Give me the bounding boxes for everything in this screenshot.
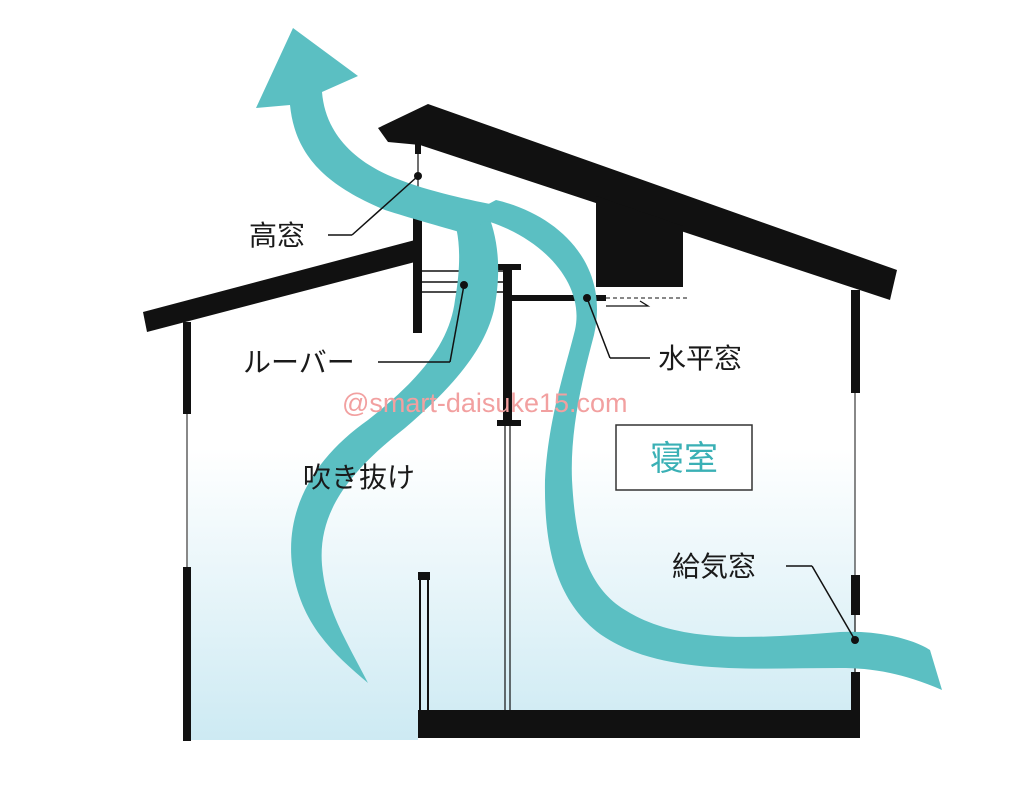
high-wall-top	[415, 140, 421, 154]
label-atrium: 吹き抜け	[303, 461, 415, 494]
label-supply-window: 給気窓	[672, 550, 756, 583]
high-wall-lower	[413, 218, 422, 333]
right-wall-mid	[851, 575, 860, 615]
horizontal-window-arrow	[606, 300, 651, 307]
watermark: @smart-daisuke15.com	[342, 388, 628, 418]
left-wall-lower	[183, 567, 191, 741]
bedroom-label-box	[615, 424, 753, 491]
bedroom-floor	[418, 710, 860, 738]
railing-post-cap	[418, 572, 430, 580]
label-louver: ルーバー	[243, 346, 355, 379]
partition-upper	[503, 264, 512, 426]
airflow-bedroom	[462, 200, 942, 690]
lower-roof	[143, 240, 415, 332]
leader-high-window	[328, 172, 422, 236]
label-bedroom: 寝室	[650, 439, 718, 479]
airflow-exhaust	[256, 28, 500, 235]
airflow-atrium	[291, 210, 499, 738]
label-high-window: 高窓	[249, 219, 305, 252]
ceiling-block	[596, 196, 683, 287]
partition-cap-bottom	[497, 420, 521, 426]
leader-supply-window	[786, 565, 859, 644]
left-wall-upper	[183, 322, 191, 414]
interior-air-fill	[188, 210, 855, 740]
leader-horizontal-window	[583, 294, 650, 359]
right-wall-upper	[851, 290, 860, 393]
horizontal-window-frame	[512, 295, 606, 301]
right-wall-lower	[851, 672, 860, 738]
leader-louver	[378, 281, 468, 363]
label-horizontal-window: 水平窓	[658, 342, 742, 375]
main-roof	[378, 104, 897, 300]
